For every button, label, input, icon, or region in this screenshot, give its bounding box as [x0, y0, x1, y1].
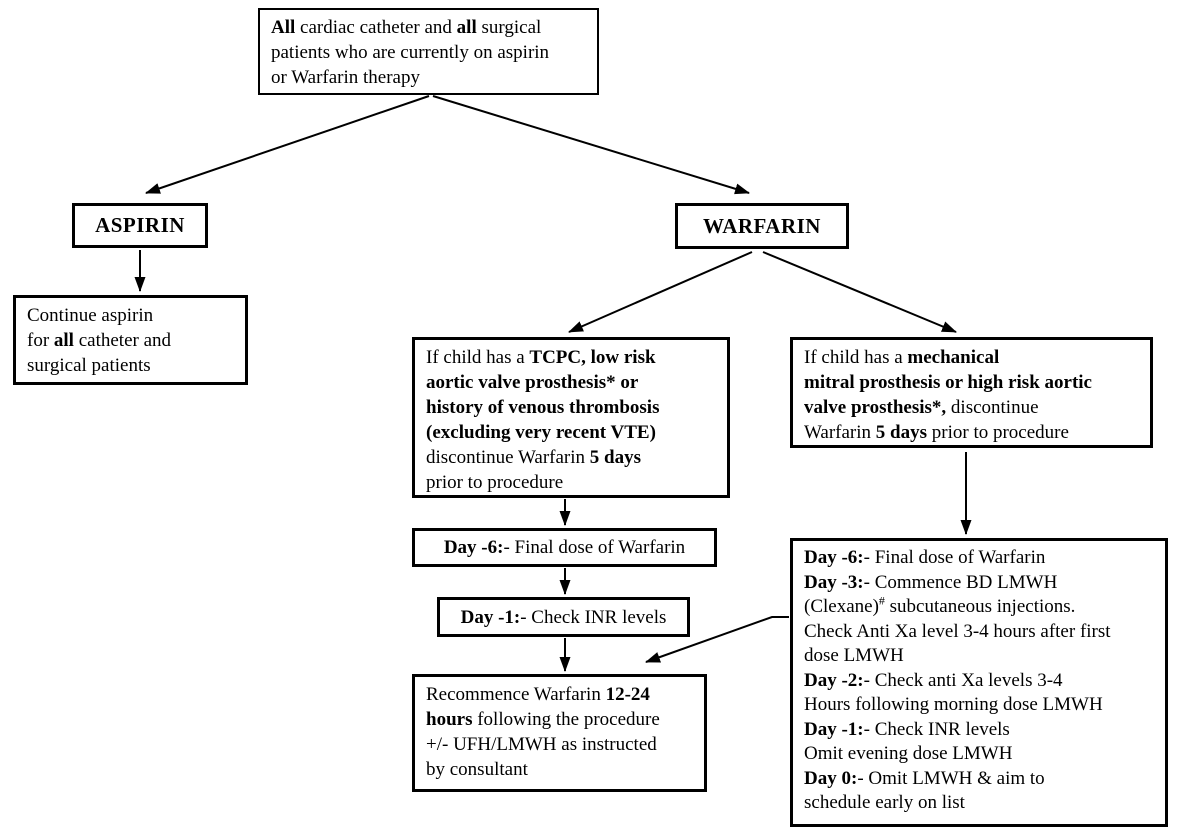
lmwh-protocol-node: Day -6:- Final dose of Warfarin Day -3:-… [790, 538, 1168, 827]
arrow-root-to-warfarin [432, 95, 750, 195]
lmwh-protocol-text: Day -6:- Final dose of Warfarin Day -3:-… [804, 547, 1111, 813]
day-minus-1-node: Day -1:- Check INR levels [437, 597, 690, 637]
mechanical-prosthesis-text: If child has a mechanical mitral prosthe… [804, 347, 1092, 443]
tcpc-low-risk-text: If child has a TCPC, low risk aortic val… [426, 347, 660, 493]
aspirin-node-label: ASPIRIN [95, 213, 185, 237]
day-minus-6-node: Day -6:- Final dose of Warfarin [412, 528, 717, 567]
continue-aspirin-node: Continue aspirin for all catheter and su… [13, 295, 248, 385]
warfarin-node: WARFARIN [675, 203, 849, 249]
root-node-text: All cardiac catheter and all surgical pa… [271, 17, 550, 88]
root-node: All cardiac catheter and all surgical pa… [258, 8, 599, 95]
arrow-warfarin-to-mechanical [762, 251, 957, 333]
continue-aspirin-text: Continue aspirin for all catheter and su… [27, 305, 172, 376]
warfarin-node-label: WARFARIN [703, 213, 821, 238]
arrow-warfarin-to-tcpc [568, 251, 753, 333]
tcpc-low-risk-node: If child has a TCPC, low risk aortic val… [412, 337, 730, 498]
recommence-warfarin-node: Recommence Warfarin 12-24 hours followin… [412, 674, 707, 792]
arrow-root-to-aspirin [145, 95, 430, 194]
day-minus-6-text: Day -6:- Final dose of Warfarin [443, 537, 686, 558]
recommence-warfarin-text: Recommence Warfarin 12-24 hours followin… [426, 684, 660, 780]
mechanical-prosthesis-node: If child has a mechanical mitral prosthe… [790, 337, 1153, 448]
aspirin-node: ASPIRIN [72, 203, 208, 248]
day-minus-1-text: Day -1:- Check INR levels [460, 606, 667, 628]
